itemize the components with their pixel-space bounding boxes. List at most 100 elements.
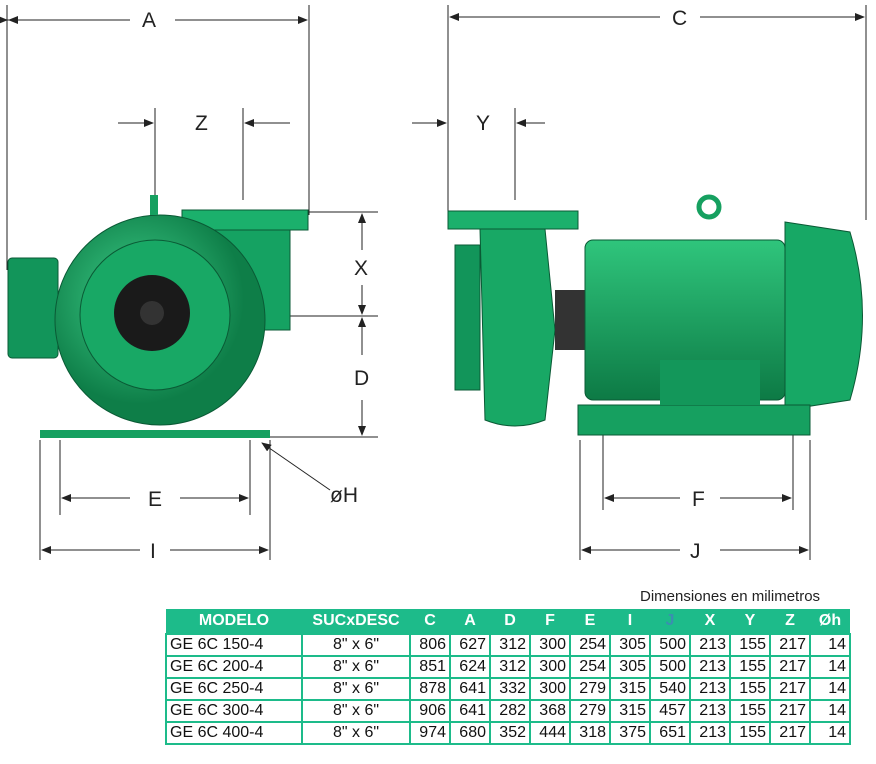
table-cell: GE 6C 200-4 xyxy=(165,655,303,679)
table-cell: 155 xyxy=(729,633,771,657)
table-cell: GE 6C 150-4 xyxy=(165,633,303,657)
table-cell: 312 xyxy=(489,633,531,657)
table-cell: 332 xyxy=(489,677,531,701)
table-cell: 315 xyxy=(609,699,651,723)
table-cell: 312 xyxy=(489,655,531,679)
table-cell: 315 xyxy=(609,677,651,701)
table-cell: GE 6C 300-4 xyxy=(165,699,303,723)
table-cell: 217 xyxy=(769,633,811,657)
column-header: F xyxy=(530,609,570,634)
table-cell: 8" x 6" xyxy=(301,721,411,745)
table-cell: 906 xyxy=(409,699,451,723)
pump-side-view xyxy=(447,194,863,436)
table-cell: 217 xyxy=(769,655,811,679)
table-cell: 352 xyxy=(489,721,531,745)
table-cell: 624 xyxy=(449,655,491,679)
table-cell: 300 xyxy=(529,633,571,657)
column-header: Øh xyxy=(810,609,850,634)
table-cell: 155 xyxy=(729,699,771,723)
table-cell: 217 xyxy=(769,677,811,701)
table-cell: 213 xyxy=(689,655,731,679)
dim-label-z: Z xyxy=(195,112,208,135)
dim-label-x: X xyxy=(354,257,368,280)
table-cell: 279 xyxy=(569,677,611,701)
table-cell: 14 xyxy=(809,721,851,745)
table-cell: 155 xyxy=(729,655,771,679)
table-cell: 627 xyxy=(449,633,491,657)
table-cell: 641 xyxy=(449,677,491,701)
column-header: Z xyxy=(770,609,810,634)
dim-label-a: A xyxy=(142,9,156,32)
table-cell: 444 xyxy=(529,721,571,745)
column-header: Y xyxy=(730,609,770,634)
table-cell: 641 xyxy=(449,699,491,723)
table-cell: 300 xyxy=(529,677,571,701)
column-header: C xyxy=(410,609,450,634)
dim-label-j: J xyxy=(690,540,701,563)
table-cell: 279 xyxy=(569,699,611,723)
table-cell: 8" x 6" xyxy=(301,699,411,723)
column-header: I xyxy=(610,609,650,634)
table-cell: 375 xyxy=(609,721,651,745)
table-cell: 217 xyxy=(769,699,811,723)
table-cell: 217 xyxy=(769,721,811,745)
column-header: MODELO xyxy=(166,609,302,634)
pump-front-view xyxy=(7,195,309,438)
table-cell: 155 xyxy=(729,721,771,745)
table-cell: 305 xyxy=(609,633,651,657)
table-cell: 368 xyxy=(529,699,571,723)
dim-label-i: I xyxy=(150,540,156,563)
dim-label-e: E xyxy=(148,488,162,511)
table-cell: 14 xyxy=(809,633,851,657)
table-cell: 213 xyxy=(689,633,731,657)
table-cell: 14 xyxy=(809,655,851,679)
table-cell: 213 xyxy=(689,677,731,701)
column-header: J xyxy=(650,609,690,634)
dim-label-h: øH xyxy=(330,484,358,507)
table-cell: 14 xyxy=(809,677,851,701)
table-cell: 14 xyxy=(809,699,851,723)
table-cell: 500 xyxy=(649,633,691,657)
dim-label-y: Y xyxy=(476,112,490,135)
pump-dimension-drawing: A Z X D E I øH C Y F J xyxy=(0,5,867,563)
table-cell: 8" x 6" xyxy=(301,655,411,679)
table-cell: GE 6C 250-4 xyxy=(165,677,303,701)
column-header: SUCxDESC xyxy=(302,609,410,634)
table-cell: 8" x 6" xyxy=(301,677,411,701)
table-cell: 651 xyxy=(649,721,691,745)
table-cell: 500 xyxy=(649,655,691,679)
table-cell: 457 xyxy=(649,699,691,723)
table-cell: 213 xyxy=(689,699,731,723)
table-cell: 540 xyxy=(649,677,691,701)
table-cell: 680 xyxy=(449,721,491,745)
column-header: D xyxy=(490,609,530,634)
table-cell: 282 xyxy=(489,699,531,723)
table-cell: 878 xyxy=(409,677,451,701)
table-cell: 254 xyxy=(569,655,611,679)
dim-label-f: F xyxy=(692,488,705,511)
table-cell: 305 xyxy=(609,655,651,679)
column-header: E xyxy=(570,609,610,634)
table-cell: 300 xyxy=(529,655,571,679)
table-cell: 806 xyxy=(409,633,451,657)
column-header: X xyxy=(690,609,730,634)
column-header: A xyxy=(450,609,490,634)
dim-label-d: D xyxy=(354,367,369,390)
table-cell: 213 xyxy=(689,721,731,745)
table-cell: 318 xyxy=(569,721,611,745)
table-cell: 8" x 6" xyxy=(301,633,411,657)
table-cell: 974 xyxy=(409,721,451,745)
table-cell: 155 xyxy=(729,677,771,701)
table-cell: 254 xyxy=(569,633,611,657)
table-cell: 851 xyxy=(409,655,451,679)
dim-label-c: C xyxy=(672,7,687,30)
units-note: Dimensiones en milimetros xyxy=(640,588,821,605)
table-cell: GE 6C 400-4 xyxy=(165,721,303,745)
